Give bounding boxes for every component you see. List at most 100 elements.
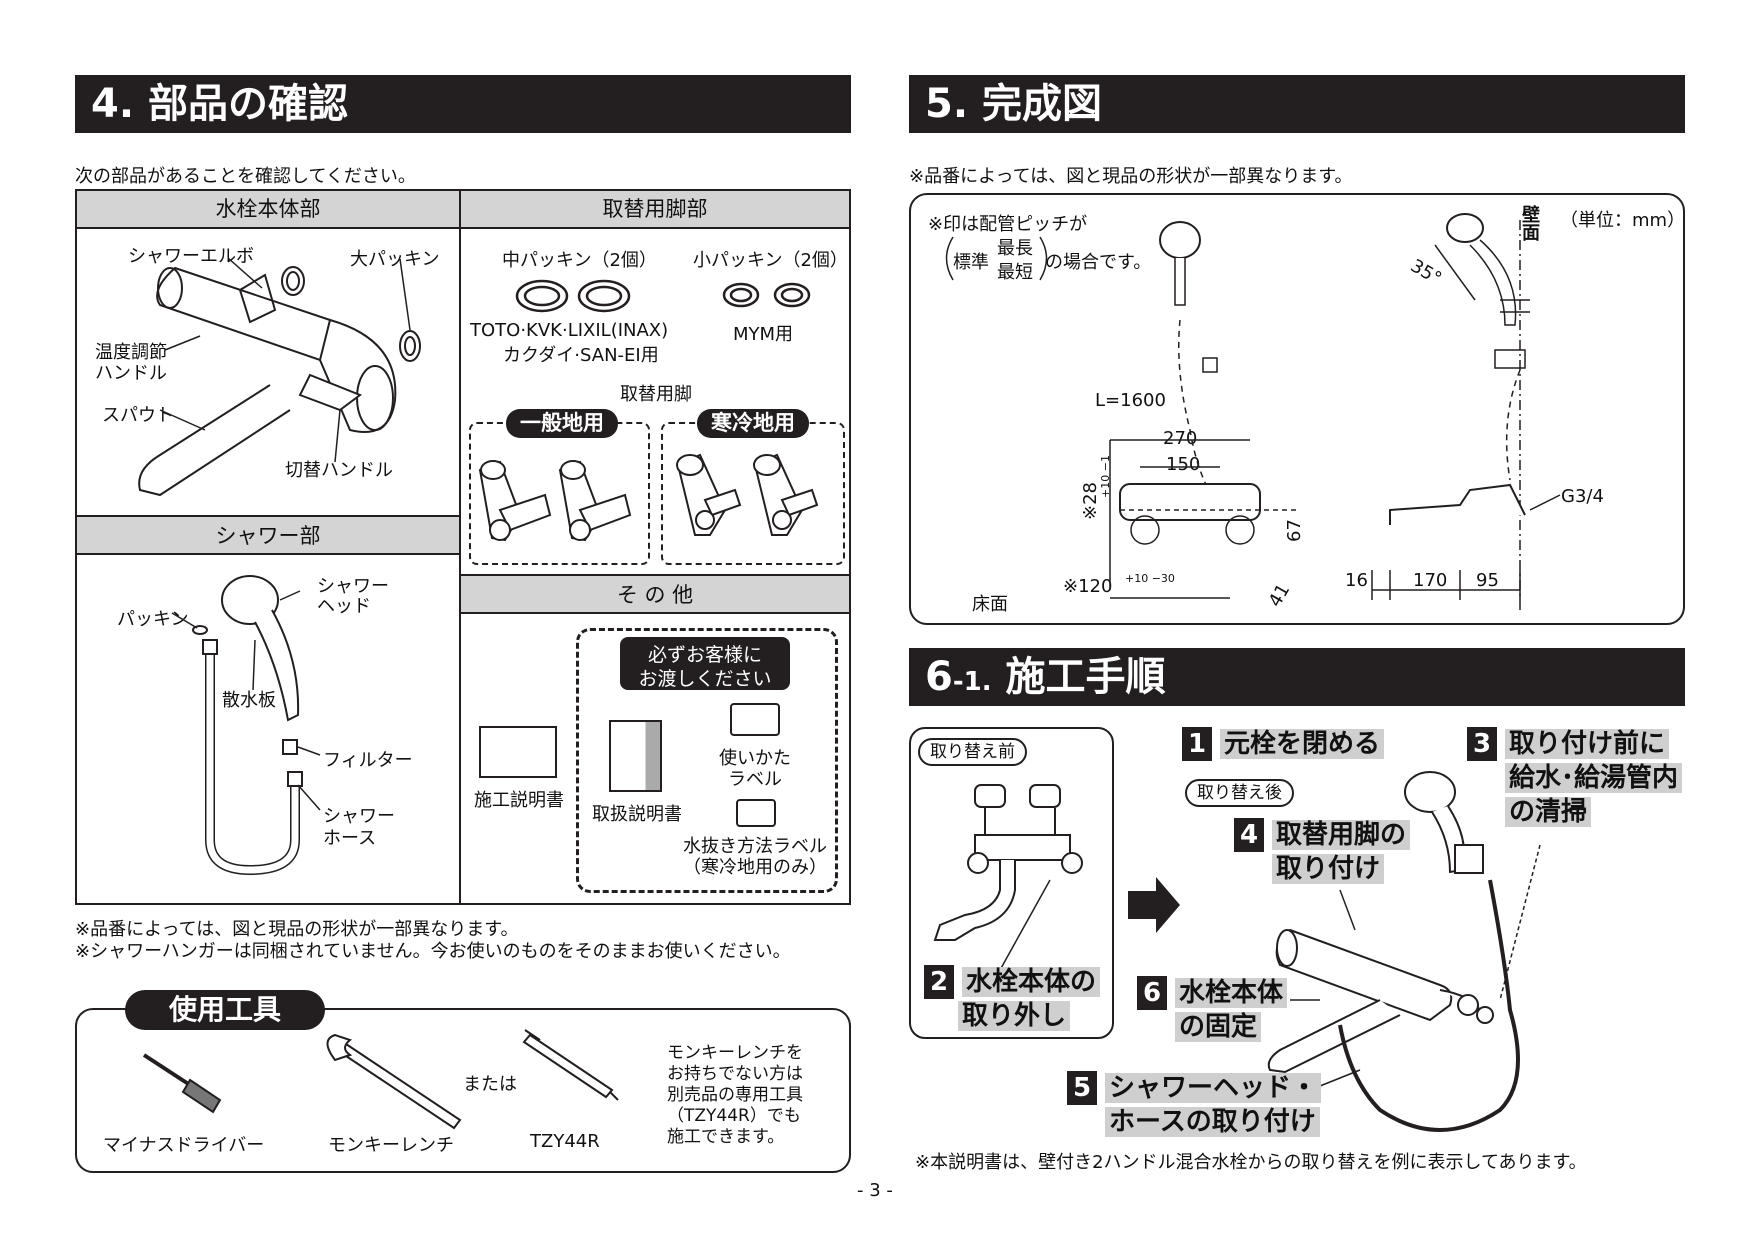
g34-label: G3/4 bbox=[1561, 486, 1604, 507]
step-4-number: 4 bbox=[1234, 818, 1264, 852]
tool-or-label: または bbox=[463, 1074, 517, 1095]
section4-title: 4. 部品の確認 bbox=[75, 75, 851, 133]
section6-title-num: 6 bbox=[925, 654, 953, 700]
label-mid-packing: 中パッキン（2個） bbox=[502, 250, 657, 271]
label-shower-head-1: シャワー bbox=[317, 576, 389, 597]
arrow-icon bbox=[1128, 877, 1180, 933]
step-2-text-b: 取り外し bbox=[958, 1001, 1071, 1031]
section4-intro: 次の部品があることを確認してください。 bbox=[75, 166, 416, 187]
install-manual-label: 施工説明書 bbox=[474, 790, 564, 811]
section6-title: 6-1. 施工手順 bbox=[909, 648, 1685, 706]
dim-95: 95 bbox=[1476, 570, 1499, 591]
section6-footnote: ※本説明書は、壁付き2ハンドル混合水栓からの取り替えを例に表示してあります。 bbox=[915, 1152, 1587, 1173]
completion-drawing bbox=[945, 213, 1561, 610]
label-shower-head-2: ヘッド bbox=[317, 596, 371, 617]
step-5-line-2: ホースの取り付け bbox=[1105, 1105, 1320, 1139]
handover-line-1: 必ずお客様に bbox=[647, 644, 762, 666]
pitch-max: 最長 bbox=[997, 238, 1033, 259]
label-temp-handle-2: ハンドル bbox=[95, 363, 167, 384]
unit-label: （単位：mm） bbox=[1560, 210, 1686, 231]
tools-note-3: 別売品の専用工具 bbox=[667, 1085, 803, 1105]
tools-box bbox=[75, 1008, 851, 1173]
step-2-line-2: 取り外し bbox=[958, 999, 1071, 1033]
tool-wrench-label: モンキーレンチ bbox=[328, 1135, 454, 1156]
tools-title: 使用工具 bbox=[125, 990, 325, 1030]
label-shower-hose-1: シャワー bbox=[323, 806, 395, 827]
usage-label-line-2: ラベル bbox=[728, 769, 782, 790]
label-large-packing: 大パッキン bbox=[350, 249, 440, 270]
step-3-number: 3 bbox=[1467, 727, 1497, 761]
step-6-text-a: 水栓本体 bbox=[1175, 978, 1288, 1008]
step-6: 6 水栓本体 bbox=[1137, 976, 1288, 1010]
step-2-text-a: 水栓本体の bbox=[962, 967, 1101, 997]
drain-label-icon bbox=[736, 799, 776, 827]
legs-header: 取替用脚部 bbox=[461, 191, 849, 229]
tools-note-1: モンキーレンチを bbox=[667, 1043, 803, 1063]
pitch-std: 標準 bbox=[953, 252, 989, 273]
dim-150: 150 bbox=[1166, 454, 1201, 475]
step-5-text-b: ホースの取り付け bbox=[1105, 1107, 1320, 1137]
step-2-number: 2 bbox=[924, 965, 954, 999]
label-shower-hose-2: ホース bbox=[323, 828, 377, 849]
step-6-number: 6 bbox=[1137, 976, 1167, 1010]
handover-box bbox=[576, 628, 838, 893]
user-manual-label: 取扱説明書 bbox=[592, 804, 682, 825]
usage-label-line-1: 使いかた bbox=[719, 748, 791, 769]
mark-note-1: ※印は配管ピッチが bbox=[928, 214, 1088, 235]
label-switch-handle: 切替ハンドル bbox=[285, 460, 393, 481]
packings-illustration bbox=[515, 279, 811, 313]
other-header: そ の 他 bbox=[461, 574, 849, 614]
section4-note-2: ※シャワーハンガーは同梱されていません。今お使いのものをそのままお使いください。 bbox=[75, 941, 791, 962]
label-shower-elbow: シャワーエルボ bbox=[128, 246, 254, 267]
step-4-text-a: 取替用脚の bbox=[1272, 820, 1411, 850]
grid-divider-vertical bbox=[459, 189, 461, 905]
section6-title-text: 施工手順 bbox=[991, 654, 1166, 700]
shower-illustration bbox=[171, 575, 321, 876]
user-manual-icon bbox=[609, 720, 662, 792]
body-header: 水栓本体部 bbox=[77, 191, 459, 229]
tool-special-label: TZY44R bbox=[530, 1131, 600, 1152]
step-1-text: 元栓を閉める bbox=[1220, 729, 1385, 759]
section5-title: 5. 完成図 bbox=[909, 75, 1685, 133]
section6-title-sub: -1. bbox=[952, 667, 992, 697]
step-3-text-c: の清掃 bbox=[1505, 797, 1592, 827]
step-4-line-2: 取り付け bbox=[1272, 852, 1385, 886]
hose-length: L=1600 bbox=[1095, 390, 1166, 411]
mark-note-2: の場合です。 bbox=[1045, 252, 1152, 273]
wall-label: 壁面 bbox=[1519, 205, 1540, 241]
label-spout: スパウト bbox=[102, 405, 174, 426]
drain-label-line-1: 水抜き方法ラベル bbox=[683, 836, 827, 857]
new-faucet-illustration bbox=[999, 771, 1541, 1132]
dim-120-tol: +10 −30 bbox=[1125, 572, 1175, 585]
step-3-line-2: 給水･給湯管内 bbox=[1505, 761, 1683, 795]
tools-note-4: （TZY44R）でも bbox=[667, 1106, 801, 1126]
label-shower-packing: パッキン bbox=[117, 609, 189, 630]
tools-note-5: 施工できます。 bbox=[667, 1127, 785, 1147]
step-5: 5 シャワーヘッド・ bbox=[1067, 1071, 1322, 1105]
faucet-body-illustration bbox=[138, 257, 421, 497]
before-tag: 取り替え前 bbox=[918, 738, 1027, 766]
label-brands-1: TOTO·KVK·LIXIL(INAX) bbox=[470, 320, 669, 341]
label-brands-2: カクダイ·SAN-EI用 bbox=[503, 345, 659, 366]
floor-label: 床面 bbox=[972, 594, 1008, 615]
step-2: 2 水栓本体の bbox=[924, 965, 1101, 999]
handover-banner bbox=[620, 637, 790, 690]
after-tag: 取り替え後 bbox=[1185, 779, 1294, 807]
step-3-line-3: の清掃 bbox=[1505, 795, 1592, 829]
step-4-text-b: 取り付け bbox=[1272, 854, 1385, 884]
handover-line-2: お渡しください bbox=[638, 668, 772, 690]
label-small-packing: 小パッキン（2個） bbox=[693, 250, 848, 271]
step-4: 4 取替用脚の bbox=[1234, 818, 1411, 852]
tools-illustration bbox=[142, 1029, 619, 1130]
install-manual-icon bbox=[479, 726, 557, 778]
step-5-number: 5 bbox=[1067, 1071, 1097, 1105]
step-5-text-a: シャワーヘッド・ bbox=[1105, 1073, 1322, 1103]
label-temp-handle-1: 温度調節 bbox=[95, 342, 167, 363]
label-filter: フィルター bbox=[323, 750, 413, 771]
dim-120: ※120 bbox=[1063, 576, 1113, 597]
step-6-line-2: の固定 bbox=[1175, 1010, 1262, 1044]
general-leg-pill: 一般地用 bbox=[506, 409, 618, 438]
before-box bbox=[909, 727, 1114, 1039]
